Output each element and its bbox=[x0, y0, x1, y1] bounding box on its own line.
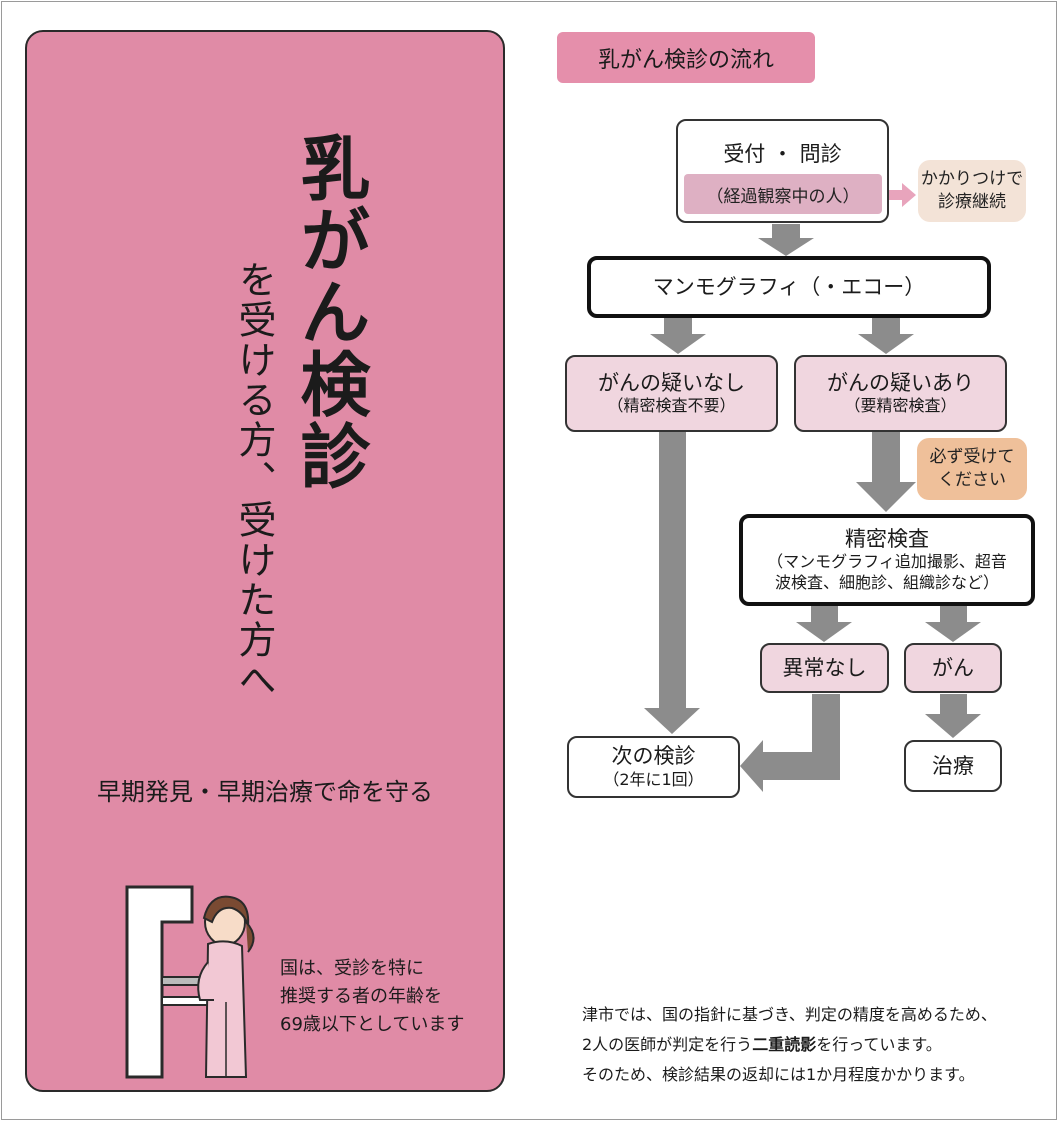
no-abnormality-box: 異常なし bbox=[760, 643, 889, 693]
no-suspicion-box: がんの疑いなし （精密検査不要） bbox=[565, 355, 778, 432]
must-take-badge: 必ず受けて ください bbox=[917, 438, 1027, 500]
detailed-exam-sub: 波検査、細胞診、組織診など） bbox=[774, 573, 999, 593]
no-abnormality-label: 異常なし bbox=[782, 655, 867, 680]
cover-panel: 乳がん検診 を受ける方、受けた方へ 早期発見・早期治療で命を守る 国は、受診を特… bbox=[25, 30, 505, 1092]
footnote-line: そのため、検診結果の返却には1か月程度かかります。 bbox=[582, 1065, 975, 1084]
treatment-label: 治療 bbox=[932, 753, 974, 778]
footnote-line: 津市では、国の指針に基づき、判定の精度を高めるため、 bbox=[582, 1005, 997, 1024]
arrow-down bbox=[856, 432, 916, 512]
cover-title: 乳がん検診 bbox=[289, 132, 371, 492]
detailed-exam-title: 精密検査 bbox=[845, 527, 929, 552]
follow-up-note: （経過観察中の人） bbox=[684, 174, 882, 214]
footnote-text: を行っています。 bbox=[816, 1035, 942, 1054]
mammography-illustration bbox=[125, 885, 255, 1079]
flow-title: 乳がん検診の流れ bbox=[557, 32, 815, 83]
suspicion-sub: （要精密検査） bbox=[844, 396, 957, 416]
detailed-exam-sub: （マンモグラフィ追加撮影、超音 bbox=[767, 552, 1007, 572]
detailed-exam-box: 精密検査 （マンモグラフィ追加撮影、超音 波検査、細胞診、組織診など） bbox=[739, 514, 1035, 606]
cancer-box: がん bbox=[904, 643, 1002, 693]
arrow-down bbox=[925, 606, 981, 642]
no-suspicion-sub: （精密検査不要） bbox=[607, 396, 736, 416]
arrow-down bbox=[925, 694, 981, 738]
next-screening-box: 次の検診 （2年に1回） bbox=[567, 736, 740, 798]
slogan: 早期発見・早期治療で命を守る bbox=[97, 778, 433, 806]
arrow-elbow bbox=[740, 694, 840, 792]
footnote: 津市では、国の指針に基づき、判定の精度を高めるため、 2人の医師が判定を行う二重… bbox=[582, 1000, 997, 1090]
age-note-line: 国は、受診を特に bbox=[280, 958, 424, 979]
continue-care-line: かかりつけで bbox=[920, 169, 1024, 190]
treatment-box: 治療 bbox=[904, 740, 1002, 792]
footnote-line: 2人の医師が判定を行う二重読影を行っています。 bbox=[582, 1030, 997, 1060]
next-screening-sub: （2年に1回） bbox=[603, 769, 704, 789]
must-take-line: ください bbox=[938, 470, 1006, 490]
mammography-label: マンモグラフィ（・エコー） bbox=[652, 274, 926, 299]
suspicion-box: がんの疑いあり （要精密検査） bbox=[794, 355, 1007, 432]
footnote-text: 2人の医師が判定を行う bbox=[582, 1035, 753, 1054]
cancer-label: がん bbox=[932, 655, 974, 680]
arrow-down bbox=[796, 606, 852, 642]
arrow-right-pink bbox=[884, 183, 916, 207]
continue-care-box: かかりつけで 診療継続 bbox=[918, 160, 1026, 222]
age-note-line: 69歳以下としています bbox=[280, 1014, 465, 1035]
arrow-down bbox=[858, 318, 914, 354]
arrow-down-long bbox=[644, 432, 700, 734]
next-screening-title: 次の検診 bbox=[611, 744, 696, 769]
mammography-box: マンモグラフィ（・エコー） bbox=[587, 256, 991, 318]
suspicion-title: がんの疑いあり bbox=[827, 370, 974, 395]
must-take-line: 必ず受けて bbox=[929, 447, 1015, 468]
double-reading-term: 二重読影 bbox=[752, 1035, 817, 1054]
age-note: 国は、受診を特に 推奨する者の年齢を 69歳以下としています bbox=[280, 955, 464, 1039]
no-suspicion-title: がんの疑いなし bbox=[598, 370, 745, 395]
cover-subtitle: を受ける方、受けた方へ bbox=[232, 260, 276, 700]
arrow-down bbox=[650, 318, 706, 354]
continue-care-line: 診療継続 bbox=[938, 192, 1006, 212]
reception-title: 受付 ・ 問診 bbox=[723, 142, 842, 166]
arrow-down bbox=[758, 224, 814, 256]
age-note-line: 推奨する者の年齢を bbox=[280, 986, 442, 1007]
